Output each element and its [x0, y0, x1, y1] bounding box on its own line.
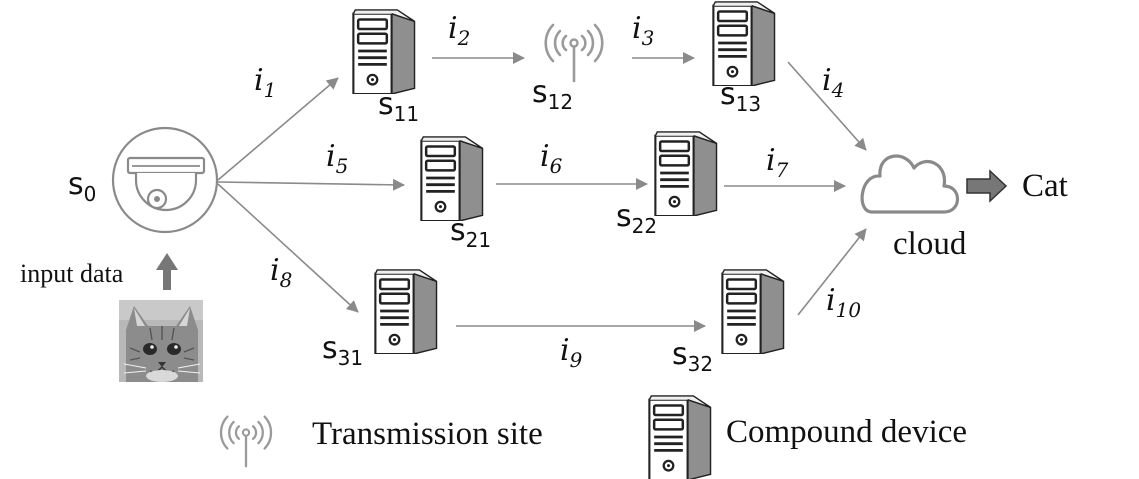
edge-i8 [217, 183, 359, 313]
label-s21: s21 [450, 213, 491, 252]
cloud-label: cloud [893, 226, 967, 262]
result-label: Cat [1022, 168, 1068, 204]
input-arrow-icon [156, 253, 178, 290]
label-i8: i8 [270, 253, 292, 292]
server-icon-s11 [351, 8, 417, 94]
legend: Transmission site Compound device [219, 394, 967, 479]
edge-i10 [797, 228, 867, 316]
label-i5: i5 [326, 139, 348, 178]
cloud-icon [860, 154, 960, 214]
cat-image [119, 300, 203, 382]
server-icon-s31 [373, 268, 439, 354]
legend-antenna-icon [219, 415, 273, 468]
label-s0: s0 [68, 167, 96, 206]
output-arrow-icon [966, 169, 1008, 203]
node-labels: s0 s11 s12 s13 s21 s22 s31 s32 [68, 75, 761, 376]
label-i3: i3 [632, 11, 654, 50]
label-i9: i9 [560, 333, 583, 372]
label-s13: s13 [720, 77, 761, 116]
edges [217, 52, 867, 332]
edge-i1 [217, 77, 339, 181]
label-s31: s31 [322, 331, 363, 370]
edge-labels: i1 i2 i3 i4 i5 i6 i7 i8 i9 i10 [254, 11, 861, 372]
label-s11: s11 [378, 87, 419, 126]
label-i6: i6 [540, 139, 563, 178]
edge-i4 [787, 61, 867, 151]
label-s12: s12 [532, 75, 573, 114]
label-s22: s22 [616, 199, 657, 238]
label-i10: i10 [826, 283, 861, 322]
server-icon-s32 [720, 268, 786, 354]
server-icon-s22 [653, 130, 719, 216]
label-i2: i2 [448, 11, 470, 50]
label-i4: i4 [822, 63, 844, 102]
input-data-label: input data [20, 259, 124, 288]
camera-icon [111, 126, 219, 234]
server-icon-s21 [419, 135, 485, 221]
legend-server-icon [647, 394, 713, 479]
label-s32: s32 [672, 337, 713, 376]
antenna-icon-s12 [544, 23, 604, 83]
legend-transmission-label: Transmission site [312, 416, 543, 452]
label-i7: i7 [766, 143, 789, 182]
edge-i5 [217, 178, 405, 191]
server-icon-s13 [711, 0, 777, 86]
legend-compound-label: Compound device [726, 414, 967, 450]
label-i1: i1 [254, 63, 276, 102]
